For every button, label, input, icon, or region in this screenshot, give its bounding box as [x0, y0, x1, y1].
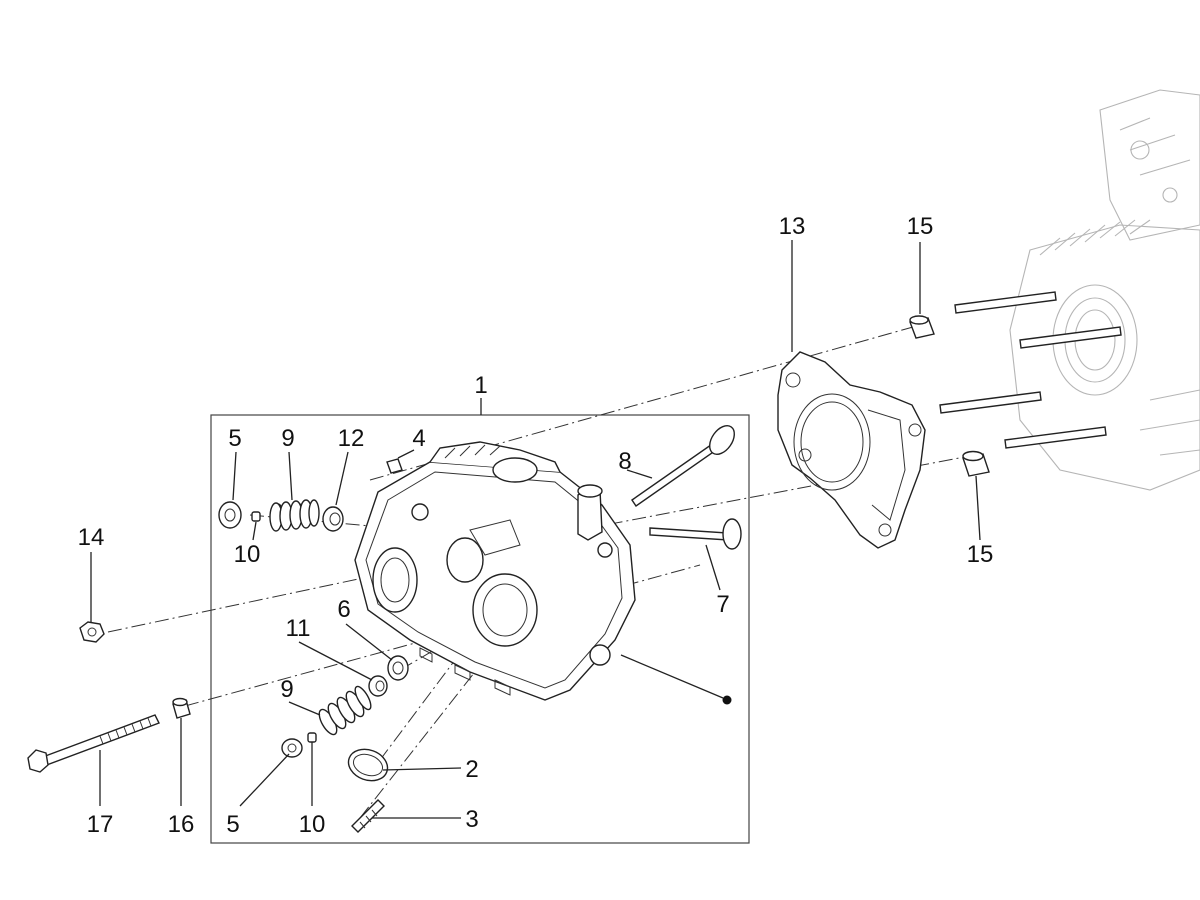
exhaust-valve	[649, 518, 742, 550]
leader-lines	[90, 240, 981, 819]
callout-15-upper: 15	[907, 213, 934, 240]
callout-2: 2	[465, 756, 478, 783]
reference-dot	[722, 695, 732, 705]
callout-12: 12	[338, 425, 365, 452]
spring-seat-washer	[387, 655, 409, 681]
callout-4: 4	[412, 425, 425, 452]
callout-11: 11	[286, 615, 311, 642]
locating-dowel	[386, 458, 403, 474]
callout-9-upper: 9	[281, 425, 294, 452]
engine-block-ghost	[1009, 89, 1200, 491]
stud	[351, 799, 385, 833]
callout-10-lower: 10	[299, 811, 326, 838]
callout-6: 6	[337, 596, 350, 623]
callout-10-upper: 10	[234, 541, 261, 568]
callout-13: 13	[779, 213, 806, 240]
callout-9-lower: 9	[280, 676, 293, 703]
callout-5-lower: 5	[226, 811, 239, 838]
callout-5-upper: 5	[228, 425, 241, 452]
callout-7: 7	[716, 591, 729, 618]
valve-stem-seal-upper	[322, 506, 344, 532]
dowel-bushing-lower	[962, 450, 990, 477]
valve-stem-seal-lower	[368, 675, 388, 697]
valve-spring-retainer-upper	[218, 501, 242, 529]
valve-spring-retainer-lower	[281, 738, 303, 758]
cylinder-studs	[939, 291, 1122, 449]
cylinder-head	[354, 441, 636, 701]
callout-3: 3	[465, 806, 478, 833]
cylinder-head-assembly-frame	[210, 414, 750, 844]
intake-valve	[631, 424, 736, 507]
callout-17: 17	[87, 811, 114, 838]
head-gasket	[777, 351, 926, 549]
callout-8: 8	[618, 448, 631, 475]
callout-15-lower: 15	[967, 541, 994, 568]
dowel-bushing-upper	[909, 315, 935, 339]
callout-1: 1	[474, 372, 487, 399]
valve-cotter-upper	[251, 511, 261, 522]
flange-nut	[79, 621, 105, 643]
dowel-bushing-left	[172, 697, 191, 719]
valve-cotter-lower	[307, 732, 317, 743]
long-bolt	[27, 714, 160, 773]
callout-14: 14	[78, 524, 105, 551]
valve-spring-upper	[269, 499, 320, 532]
callout-16: 16	[168, 811, 195, 838]
o-ring	[347, 748, 389, 782]
valve-spring-lower	[318, 685, 372, 736]
